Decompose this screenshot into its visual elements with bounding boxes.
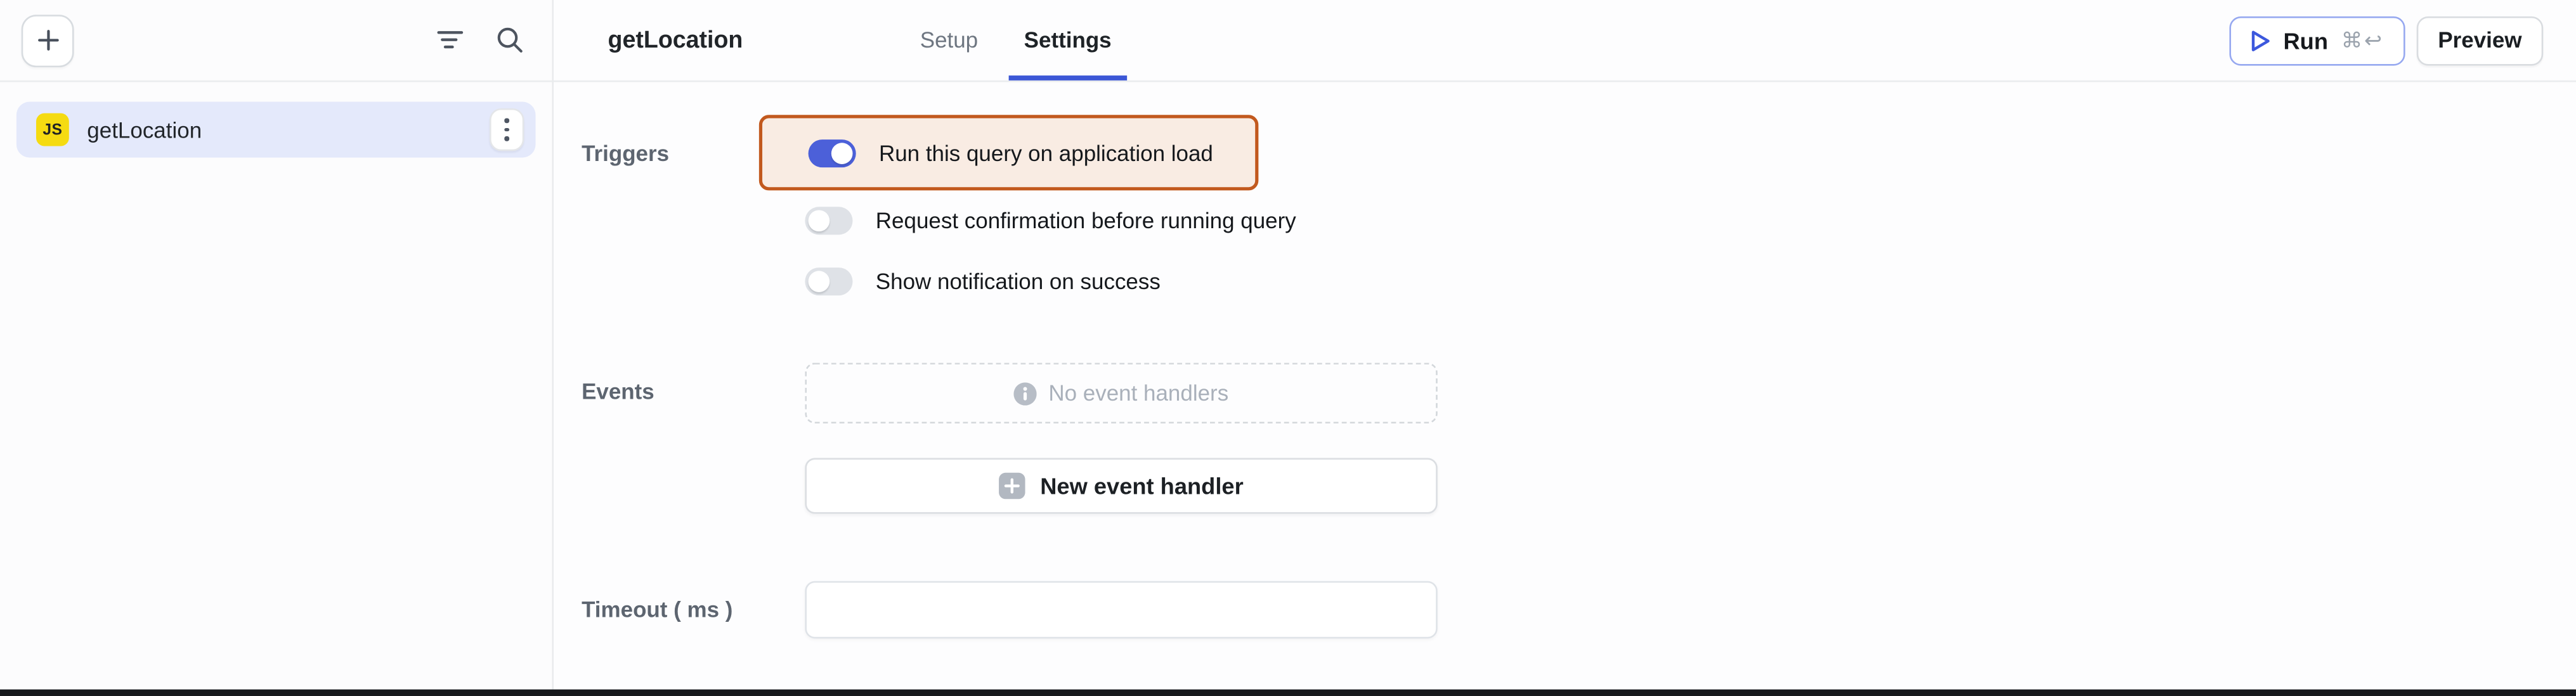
toggle-show-notification[interactable] — [805, 267, 853, 296]
query-title: getLocation — [608, 27, 743, 54]
plus-icon — [37, 30, 58, 51]
search-icon — [497, 27, 522, 53]
trigger-row-run-on-load: Run this query on application load — [758, 115, 1259, 191]
toggle-label-run-on-load: Run this query on application load — [878, 140, 1213, 165]
toggle-run-on-application-load[interactable] — [808, 138, 856, 167]
empty-event-handlers-box: No event handlers — [805, 363, 1438, 424]
run-shortcut-hint: ⌘↩ — [2341, 27, 2384, 52]
js-resource-badge: JS — [36, 113, 69, 146]
trigger-row-request-confirmation: Request confirmation before running quer… — [759, 190, 2576, 251]
new-query-button[interactable] — [21, 14, 74, 67]
toggle-knob — [808, 271, 830, 292]
triggers-section-label: Triggers — [582, 140, 670, 165]
query-list-item-getlocation[interactable]: JS getLocation — [16, 101, 536, 158]
timeout-controls — [759, 581, 2576, 639]
query-item-menu-button[interactable] — [489, 108, 524, 151]
timeout-section: Timeout ( ms ) — [582, 581, 2576, 639]
triggers-section: Triggers Run this query on application l… — [582, 115, 2576, 312]
bottom-panel-edge[interactable] — [0, 689, 2576, 696]
timeout-input[interactable] — [805, 581, 1438, 639]
query-sidebar: JS getLocation — [0, 0, 554, 696]
events-section-label: Events — [582, 379, 654, 404]
run-button-label: Run — [2283, 27, 2329, 54]
kebab-dot — [504, 119, 509, 123]
preview-button[interactable]: Preview — [2416, 15, 2544, 65]
toggle-label-request-confirmation: Request confirmation before running quer… — [875, 208, 1296, 233]
filter-button[interactable] — [429, 19, 471, 61]
filter-icon — [437, 31, 464, 49]
info-icon — [1013, 382, 1038, 405]
empty-event-handlers-text: No event handlers — [1048, 380, 1229, 406]
trigger-row-show-notification: Show notification on success — [759, 251, 2576, 312]
kebab-dot — [504, 127, 509, 132]
toggle-knob — [808, 210, 830, 232]
events-section: Events No event handlers — [582, 363, 2576, 514]
tab-settings[interactable]: Settings — [1009, 0, 1126, 81]
toggle-knob — [831, 142, 853, 164]
triggers-controls: Run this query on application load Reque… — [758, 115, 2576, 312]
events-controls: No event handlers New event handler — [759, 363, 2576, 514]
timeout-section-label: Timeout ( ms ) — [582, 597, 733, 622]
run-button[interactable]: Run ⌘↩ — [2228, 15, 2405, 65]
sidebar-toolbar — [0, 0, 552, 82]
kebab-dot — [504, 136, 509, 141]
new-event-handler-label: New event handler — [1040, 472, 1244, 499]
search-button[interactable] — [488, 19, 530, 61]
query-editor-main: getLocation Setup Settings Run ⌘↩ Previe… — [554, 0, 2576, 696]
play-icon — [2251, 30, 2270, 51]
settings-panel: Triggers Run this query on application l… — [554, 82, 2576, 639]
toggle-label-show-notification: Show notification on success — [875, 269, 1161, 294]
editor-tabs: Setup Settings — [905, 0, 1126, 81]
tab-setup[interactable]: Setup — [920, 28, 979, 53]
query-editor-header: getLocation Setup Settings Run ⌘↩ Previe… — [554, 0, 2576, 82]
header-actions: Run ⌘↩ Preview — [2228, 15, 2544, 65]
query-list: JS getLocation — [0, 82, 552, 177]
new-event-handler-button[interactable]: New event handler — [805, 458, 1438, 514]
plus-badge-icon — [999, 472, 1025, 499]
query-item-name: getLocation — [87, 117, 202, 143]
toggle-request-confirmation[interactable] — [805, 207, 853, 235]
